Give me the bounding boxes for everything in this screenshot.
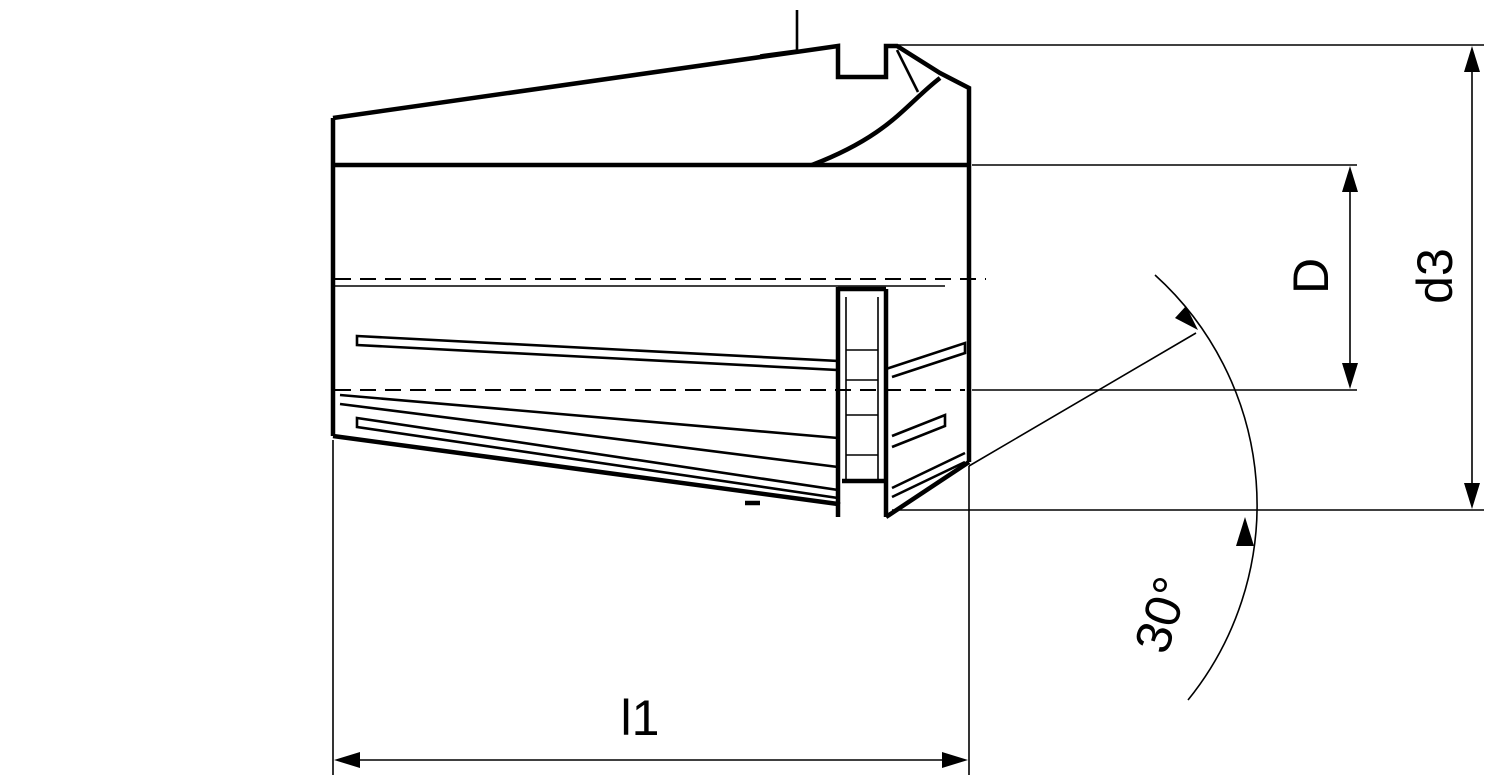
- angle-arrow-top: [1175, 306, 1198, 330]
- d3-arrow-bottom: [1464, 483, 1480, 509]
- dimension-angle: 30°: [968, 274, 1258, 701]
- dimension-d3: d3: [892, 44, 1484, 511]
- collet-lower-profile: [332, 433, 841, 517]
- collet-body: [330, 10, 986, 519]
- chamfer-short-edge: [895, 49, 920, 93]
- angle-arrow-bottom: [1236, 517, 1254, 546]
- l1-label: l1: [621, 690, 660, 746]
- groove-stub: [759, 49, 798, 56]
- dimension-D: D: [972, 164, 1358, 391]
- front-slit-3b: [891, 460, 966, 499]
- front-slit-3: [891, 451, 966, 490]
- slit-upper: [355, 334, 840, 372]
- lower-inner-taper: [339, 393, 839, 440]
- angle-arc: [1154, 274, 1258, 701]
- front-lower-chamfer: [884, 460, 971, 519]
- angle-label: 30°: [1124, 570, 1201, 659]
- front-chamfer-curve: [811, 76, 942, 168]
- d3-arrow-top: [1464, 46, 1480, 72]
- collet-upper-profile: [332, 43, 972, 165]
- front-slit-2: [891, 413, 947, 449]
- slit-lower: [355, 416, 840, 500]
- l1-arrow-right: [942, 752, 968, 768]
- dimension-l1: l1: [332, 440, 970, 775]
- angle-leg: [968, 332, 1197, 467]
- l1-arrow-left: [334, 752, 360, 768]
- d-arrow-bottom: [1342, 363, 1358, 389]
- d-arrow-top: [1342, 166, 1358, 192]
- d3-label: d3: [1407, 248, 1463, 304]
- front-slit-1: [885, 341, 967, 379]
- lower-body-edge: [339, 402, 839, 469]
- d-label: D: [1283, 258, 1339, 294]
